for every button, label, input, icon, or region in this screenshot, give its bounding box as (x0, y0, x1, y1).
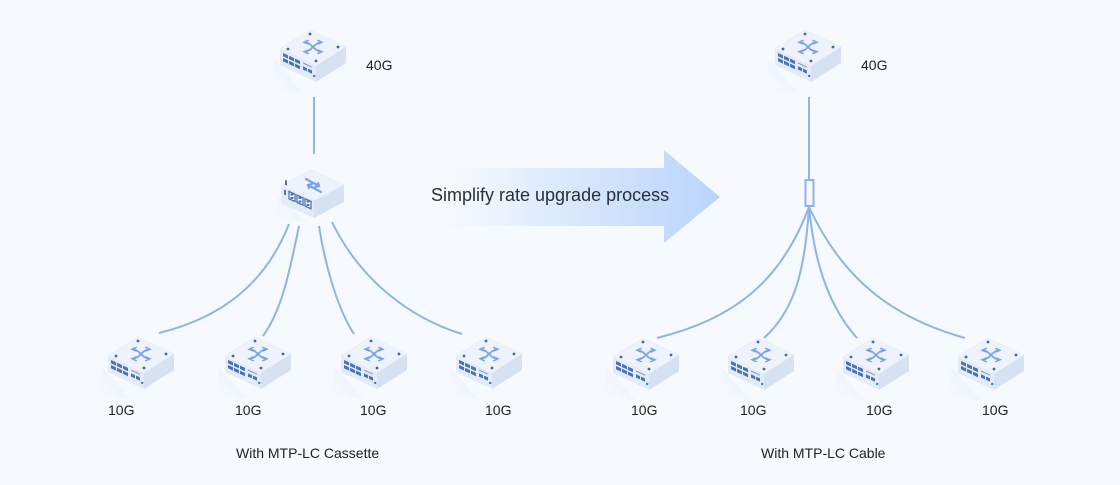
left-fiber-line (158, 223, 290, 334)
switch-icon (601, 336, 681, 402)
right-bottom-switch-label: 10G (631, 402, 658, 418)
switch-icon (946, 336, 1026, 402)
switch-icon (831, 336, 911, 402)
left-fiber-line (318, 225, 355, 335)
center-arrow-label: Simplify rate upgrade process (431, 185, 670, 205)
left-bottom-switch-label: 10G (360, 402, 387, 418)
left-bottom-switch-label: 10G (485, 402, 512, 418)
left-caption: With MTP-LC Cassette (236, 445, 380, 461)
right-bottom-switch-label: 10G (740, 402, 767, 418)
switch-icon (213, 335, 293, 401)
left-bottom-switch-label: 10G (235, 402, 262, 418)
right-top-switch-label: 40G (861, 57, 888, 73)
switch-icon (763, 28, 843, 94)
right-caption: With MTP-LC Cable (761, 445, 886, 461)
right-bottom-switch-label: 10G (866, 402, 893, 418)
left-bottom-switch-label: 10G (108, 402, 135, 418)
switch-icon (96, 335, 176, 401)
right-fiber-line (808, 206, 858, 339)
left-top-switch-label: 40G (366, 57, 393, 73)
switch-icon (268, 28, 348, 94)
switch-icon (329, 335, 409, 401)
right-arrow-icon (420, 150, 720, 243)
left-fiber-line (262, 225, 300, 337)
switch-icon (444, 335, 524, 401)
right-bottom-switch-label: 10G (982, 402, 1009, 418)
right-fiber-line (808, 206, 966, 339)
right-topology (601, 28, 1026, 402)
right-fiber-line (656, 206, 810, 339)
right-fiber-line (763, 206, 810, 339)
cassette-icon (273, 168, 346, 224)
left-topology (96, 28, 524, 401)
left-fiber-line (331, 221, 463, 335)
switch-icon (716, 336, 796, 402)
breakout-connector-icon (804, 179, 815, 207)
